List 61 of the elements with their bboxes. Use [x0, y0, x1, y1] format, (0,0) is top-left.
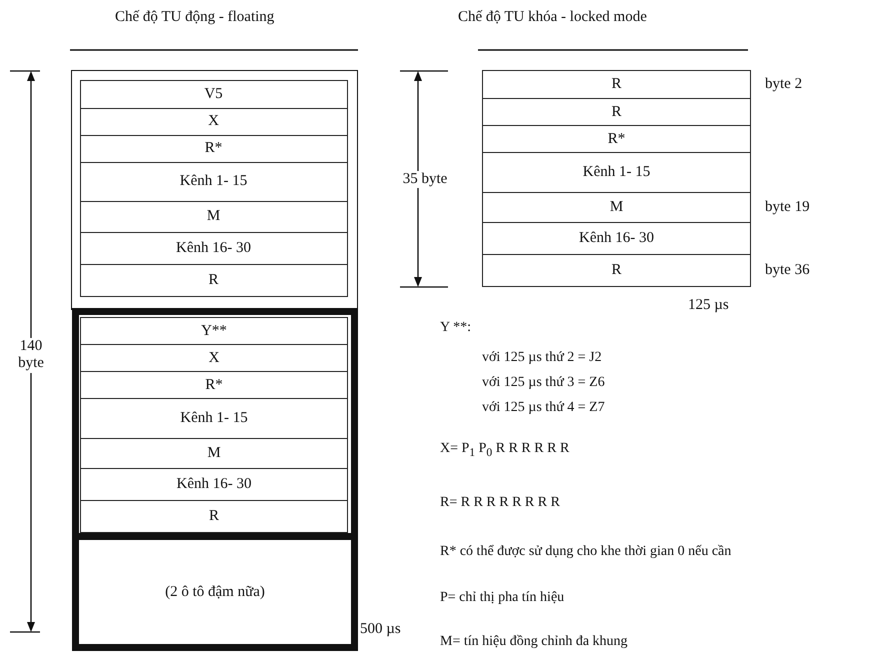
- byte-label: byte 2: [765, 76, 802, 92]
- slot-label: Kênh 16- 30: [579, 230, 654, 247]
- slot-label: (2 ô tô đậm nữa): [165, 584, 265, 600]
- slot-row: [80, 134, 348, 162]
- byte-label: byte 36: [765, 262, 810, 278]
- slot-label: Kênh 1- 15: [582, 164, 650, 181]
- slot-label: Kênh 16- 30: [176, 240, 251, 256]
- slot-label: V5: [204, 86, 223, 102]
- slot-row: [482, 70, 751, 99]
- slot-row: [482, 222, 751, 255]
- slot-label: R: [208, 508, 219, 525]
- note-text: Y **:: [440, 320, 471, 336]
- slot-label: R: [611, 262, 622, 279]
- slot-label: Kênh 1- 15: [180, 410, 248, 427]
- slot-label: R*: [608, 130, 626, 148]
- section-title: Chế độ TU động - floating: [115, 9, 274, 26]
- period-label: 500 µs: [360, 621, 401, 638]
- slot-row: [482, 192, 751, 223]
- slot-row: [80, 232, 348, 264]
- slot-row: [80, 371, 348, 399]
- slot-row: [80, 398, 348, 439]
- section-title: Chế độ TU khóa - locked mode: [458, 9, 647, 26]
- slot-label: R: [208, 272, 218, 288]
- note-text: R* có thể được sử dụng cho khe thời gian 0 nếu cần: [440, 544, 732, 560]
- slot-row: [80, 162, 348, 202]
- note-text: với 125 µs thứ 3 = Z6: [482, 375, 605, 392]
- note-text: R= R R R R R R R R: [440, 495, 560, 512]
- period-label: 125 µs: [688, 297, 729, 314]
- note-text: với 125 µs thứ 4 = Z7: [482, 400, 605, 416]
- byte-label: byte 19: [765, 198, 810, 216]
- slot-row: [80, 200, 348, 232]
- slot-row: [80, 80, 348, 108]
- slot-label: Kênh 1- 15: [180, 173, 248, 190]
- slot-row: [80, 438, 348, 469]
- slot-row: [80, 264, 348, 296]
- note-text: M= tín hiệu đồng chỉnh đa khung: [440, 634, 628, 650]
- slot-row: [80, 108, 348, 136]
- slot-label: R*: [205, 376, 223, 394]
- slot-row: [80, 468, 348, 501]
- slot-label: R: [611, 104, 622, 120]
- slot-row: [482, 152, 751, 193]
- slot-row: [482, 98, 751, 126]
- slot-row: [482, 125, 751, 153]
- slot-row: [482, 254, 751, 287]
- slot-label: Kênh 16- 30: [176, 476, 252, 493]
- note-text: P= chỉ thị pha tín hiệu: [440, 590, 564, 606]
- slot-label: X: [208, 113, 219, 130]
- slot-label: M: [206, 208, 220, 225]
- slot-label: M: [207, 445, 221, 462]
- slot-label: Y**: [201, 322, 227, 340]
- slot-row: [80, 317, 348, 345]
- slot-row: [80, 344, 348, 372]
- slot-row: [80, 500, 348, 533]
- dimension-label: 35 byte: [400, 171, 450, 188]
- frame-box: [71, 70, 358, 310]
- note-text: với 125 µs thứ 2 = J2: [482, 350, 602, 366]
- slot-label: R: [611, 76, 622, 93]
- note-text: X= P$_{1}$ P$_{0}$ R R R R R R: [440, 441, 570, 460]
- slot-label: X: [208, 350, 220, 366]
- slot-label: M: [610, 199, 624, 216]
- slot-label: R*: [204, 140, 222, 157]
